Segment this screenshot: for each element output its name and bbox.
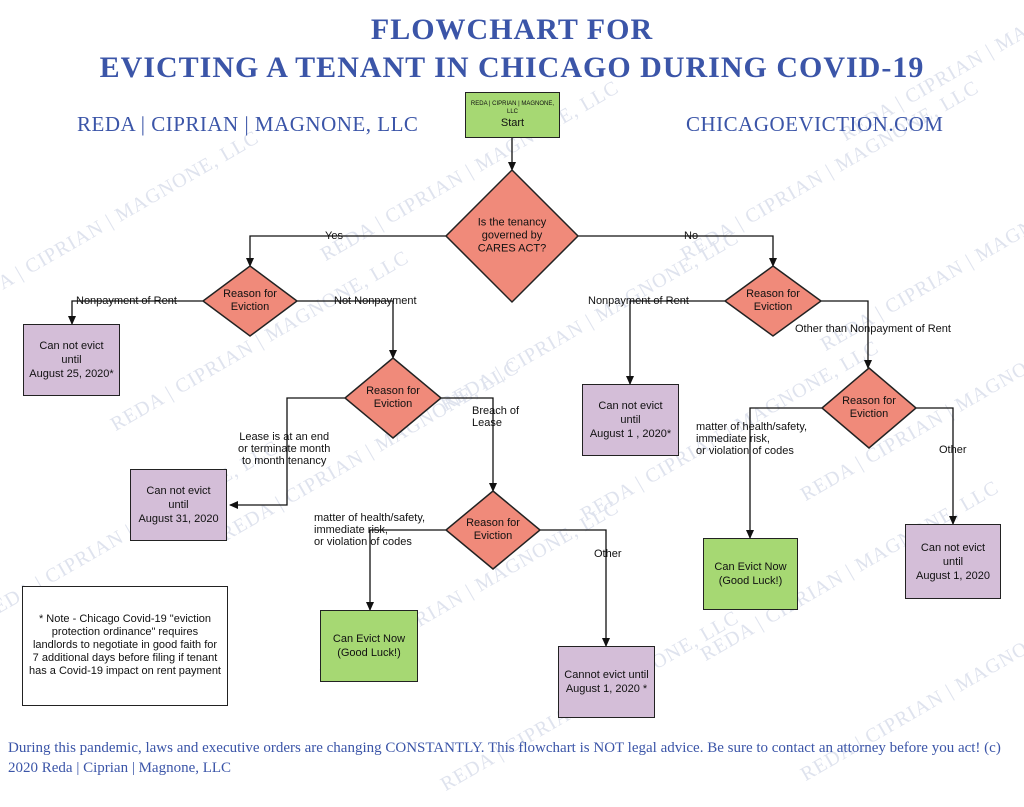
decision-reason-other-than-nonpay — [820, 367, 918, 449]
outcome-cannot-aug1-bottom: Cannot evict until August 1, 2020 * — [558, 646, 655, 718]
edge-label-yes: Yes — [325, 230, 343, 242]
outcome-can-evict-mid: Can Evict Now (Good Luck!) — [320, 610, 418, 682]
outcome-cannot-aug25: Can not evict until August 25, 2020* — [23, 324, 120, 396]
decision-cares-label: Is the tenancy governed by CARES ACT? — [477, 216, 547, 255]
edge-label-nonpay-left: Nonpayment of Rent — [76, 295, 177, 307]
edge-label-other-right: Other — [939, 444, 967, 456]
outcome-cannot-aug1-mid: Can not evict until August 1 , 2020* — [582, 384, 679, 456]
decision-reason-no-label: Reason for Eviction — [746, 288, 800, 313]
title-line-1: FLOWCHART FOR — [370, 13, 654, 46]
edge-not-nonpay — [297, 300, 397, 359]
edge-other-right — [916, 407, 957, 525]
edge-label-other-mid: Other — [594, 548, 622, 560]
edge-label-not-nonpay: Not Nonpayment — [334, 295, 417, 307]
outcome-cannot-aug1-right: Can not evict until August 1, 2020 — [905, 524, 1001, 599]
decision-reason-yes-label: Reason for Eviction — [223, 288, 277, 313]
outcome-cannot-aug31: Can not evict until August 31, 2020 — [130, 469, 227, 541]
edge-label-no: No — [684, 230, 699, 242]
decision-reason-not-nonpay — [343, 357, 443, 439]
decision-reason-breach-label: Reason for Eviction — [466, 517, 520, 542]
covid-ordinance-note: * Note - Chicago Covid-19 "eviction prot… — [22, 586, 228, 706]
edge-lease-end — [229, 397, 345, 509]
edge-nonpay-left — [68, 300, 203, 325]
decision-reason-not-nonpay-label: Reason for Eviction — [366, 385, 420, 410]
decision-reason-breach — [444, 490, 542, 570]
edge-label-breach: Breach of Lease — [472, 405, 520, 429]
decision-reason-other-than-nonpay-label: Reason for Eviction — [842, 395, 896, 420]
decision-cares — [444, 168, 580, 304]
edge-health-right — [746, 407, 822, 539]
edge-label-lease-end: Lease is at an end or terminate month to… — [238, 431, 331, 467]
legal-disclaimer: During this pandemic, laws and executive… — [8, 740, 1001, 776]
start-label: Start — [500, 117, 525, 129]
edge-health-mid — [366, 529, 446, 611]
edge-yes — [246, 235, 446, 267]
start-firm-text: REDA | CIPRIAN | MAGNONE, LLC — [470, 101, 555, 115]
edge-label-health-right: matter of health/safety, immediate risk,… — [696, 421, 808, 457]
edge-breach — [441, 397, 497, 492]
outcome-can-evict-right: Can Evict Now (Good Luck!) — [703, 538, 798, 610]
edge-other-than-nonpay — [821, 300, 872, 369]
website: CHICAGOEVICTION.COM — [686, 112, 944, 136]
firm-name: REDA | CIPRIAN | MAGNONE, LLC — [77, 112, 419, 136]
start-node: REDA | CIPRIAN | MAGNONE, LLC Start — [465, 92, 560, 138]
decision-reason-no — [723, 265, 823, 337]
edge-label-health-mid: matter of health/safety, immediate risk,… — [314, 512, 426, 548]
edge-nonpay-right — [626, 300, 725, 385]
edge-label-other-than-nonpay: Other than Nonpayment of Rent — [795, 323, 951, 335]
title-line-2: EVICTING A TENANT IN CHICAGO DURING COVI… — [99, 51, 925, 84]
edge-no — [578, 235, 777, 267]
edge-other-mid — [540, 529, 610, 647]
decision-reason-yes — [201, 265, 299, 337]
edge-label-nonpay-right: Nonpayment of Rent — [588, 295, 689, 307]
